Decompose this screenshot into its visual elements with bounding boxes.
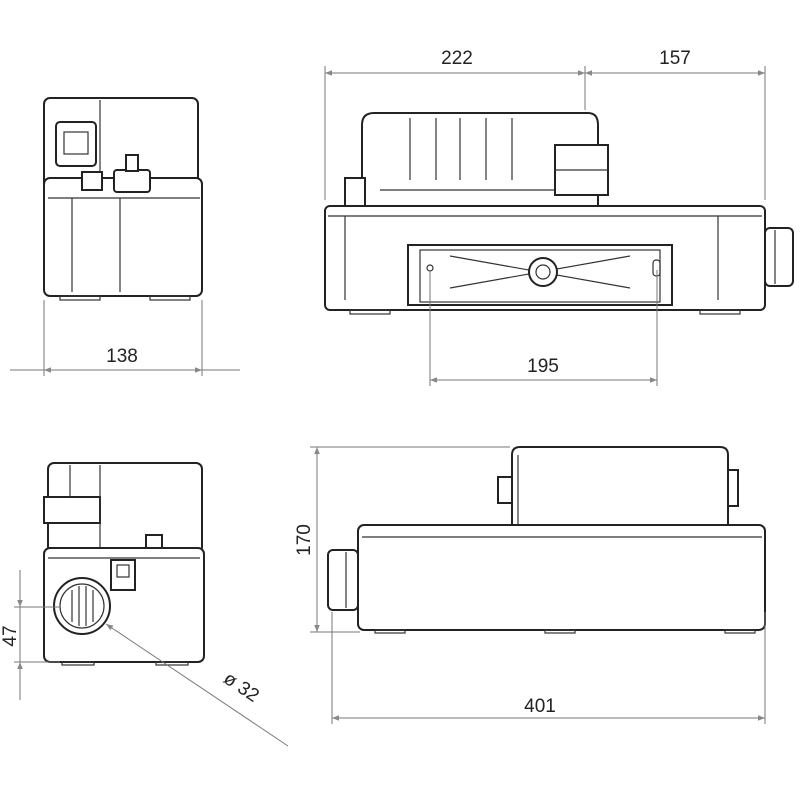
mount-hub-icon (528, 257, 558, 287)
end-view-socket-side (43, 97, 203, 301)
dimension-overall-length: 401 (331, 612, 766, 724)
dimension-label-170: 170 (294, 524, 315, 556)
dimension-height: 170 (294, 446, 510, 633)
dimension-outlet-height: 47 (0, 570, 60, 700)
dimension-label-47: 47 (0, 625, 21, 646)
dimension-width-end: 138 (10, 300, 240, 376)
outlet-fitting-icon (764, 227, 794, 287)
dimension-mounting-spacing: 195 (429, 270, 658, 386)
dimension-label-401: 401 (524, 696, 556, 717)
power-socket-icon (55, 121, 97, 167)
outlet-port-icon (53, 577, 111, 635)
end-view-outlet-side (43, 462, 205, 666)
dimension-label-138: 138 (106, 346, 138, 367)
side-view-top (324, 112, 794, 315)
dimension-label-diameter: ø 32 (219, 668, 262, 707)
dimension-label-222: 222 (441, 48, 473, 69)
dimension-label-157: 157 (659, 48, 691, 69)
inlet-fitting-icon (327, 549, 359, 611)
dimension-label-195: 195 (527, 356, 559, 377)
side-view-bottom (327, 446, 766, 634)
dimension-length-top: 222 157 (324, 48, 766, 200)
